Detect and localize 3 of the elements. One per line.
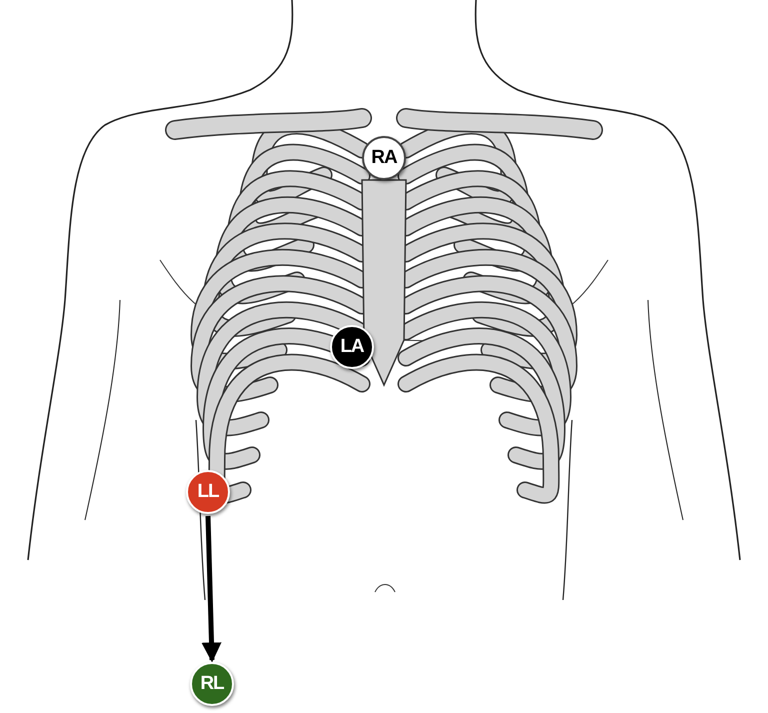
arrow — [202, 516, 222, 662]
electrode-marker: LL — [186, 470, 230, 514]
electrode-marker: RL — [190, 662, 234, 706]
